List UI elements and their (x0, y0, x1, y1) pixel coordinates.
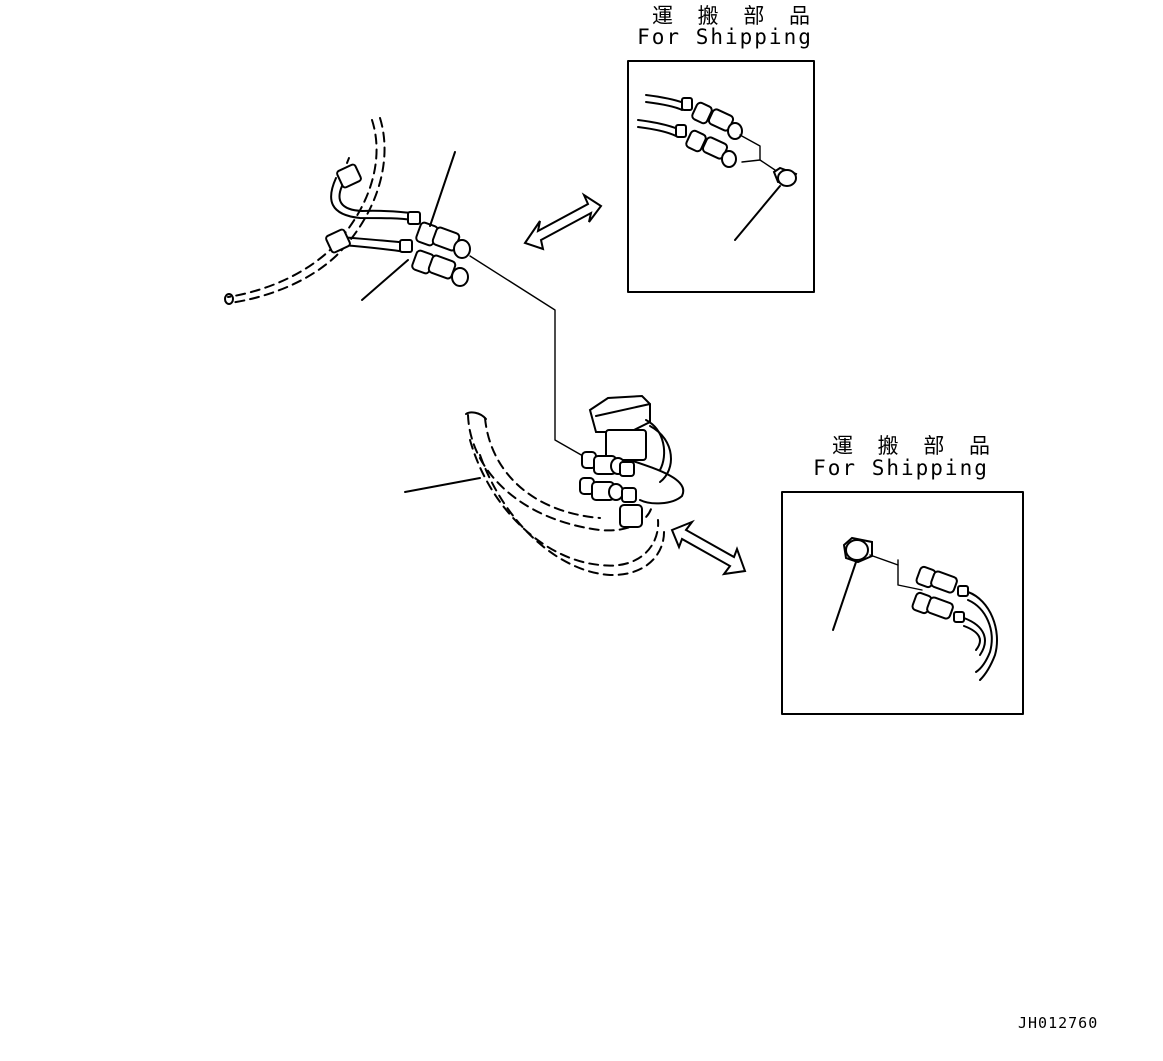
double-arrow-icon (670, 519, 747, 576)
lower-coupler (399, 239, 469, 287)
double-arrow-icon (523, 192, 603, 251)
cap-part (842, 536, 873, 564)
shipping-label-en-lower: For Shipping (813, 456, 989, 480)
valve-block (588, 394, 685, 505)
shipping-box-lower (781, 491, 1024, 715)
shipping-label-en-upper: For Shipping (637, 25, 813, 49)
shipping-label-jp-lower: 運 搬 部 品 (832, 434, 1000, 458)
lower-hose-assembly (465, 394, 685, 577)
leader-line (361, 259, 409, 301)
drawing-code: JH012760 (1018, 1014, 1099, 1032)
shipping-box-upper (627, 60, 815, 293)
shipping-label-jp-upper: 運 搬 部 品 (652, 4, 820, 28)
cap-part (772, 166, 798, 187)
upper-coupler (407, 211, 471, 259)
upper-hose-assembly (224, 117, 471, 305)
connector-line (469, 255, 591, 461)
leader-line (404, 477, 481, 493)
leader-line (429, 151, 456, 227)
